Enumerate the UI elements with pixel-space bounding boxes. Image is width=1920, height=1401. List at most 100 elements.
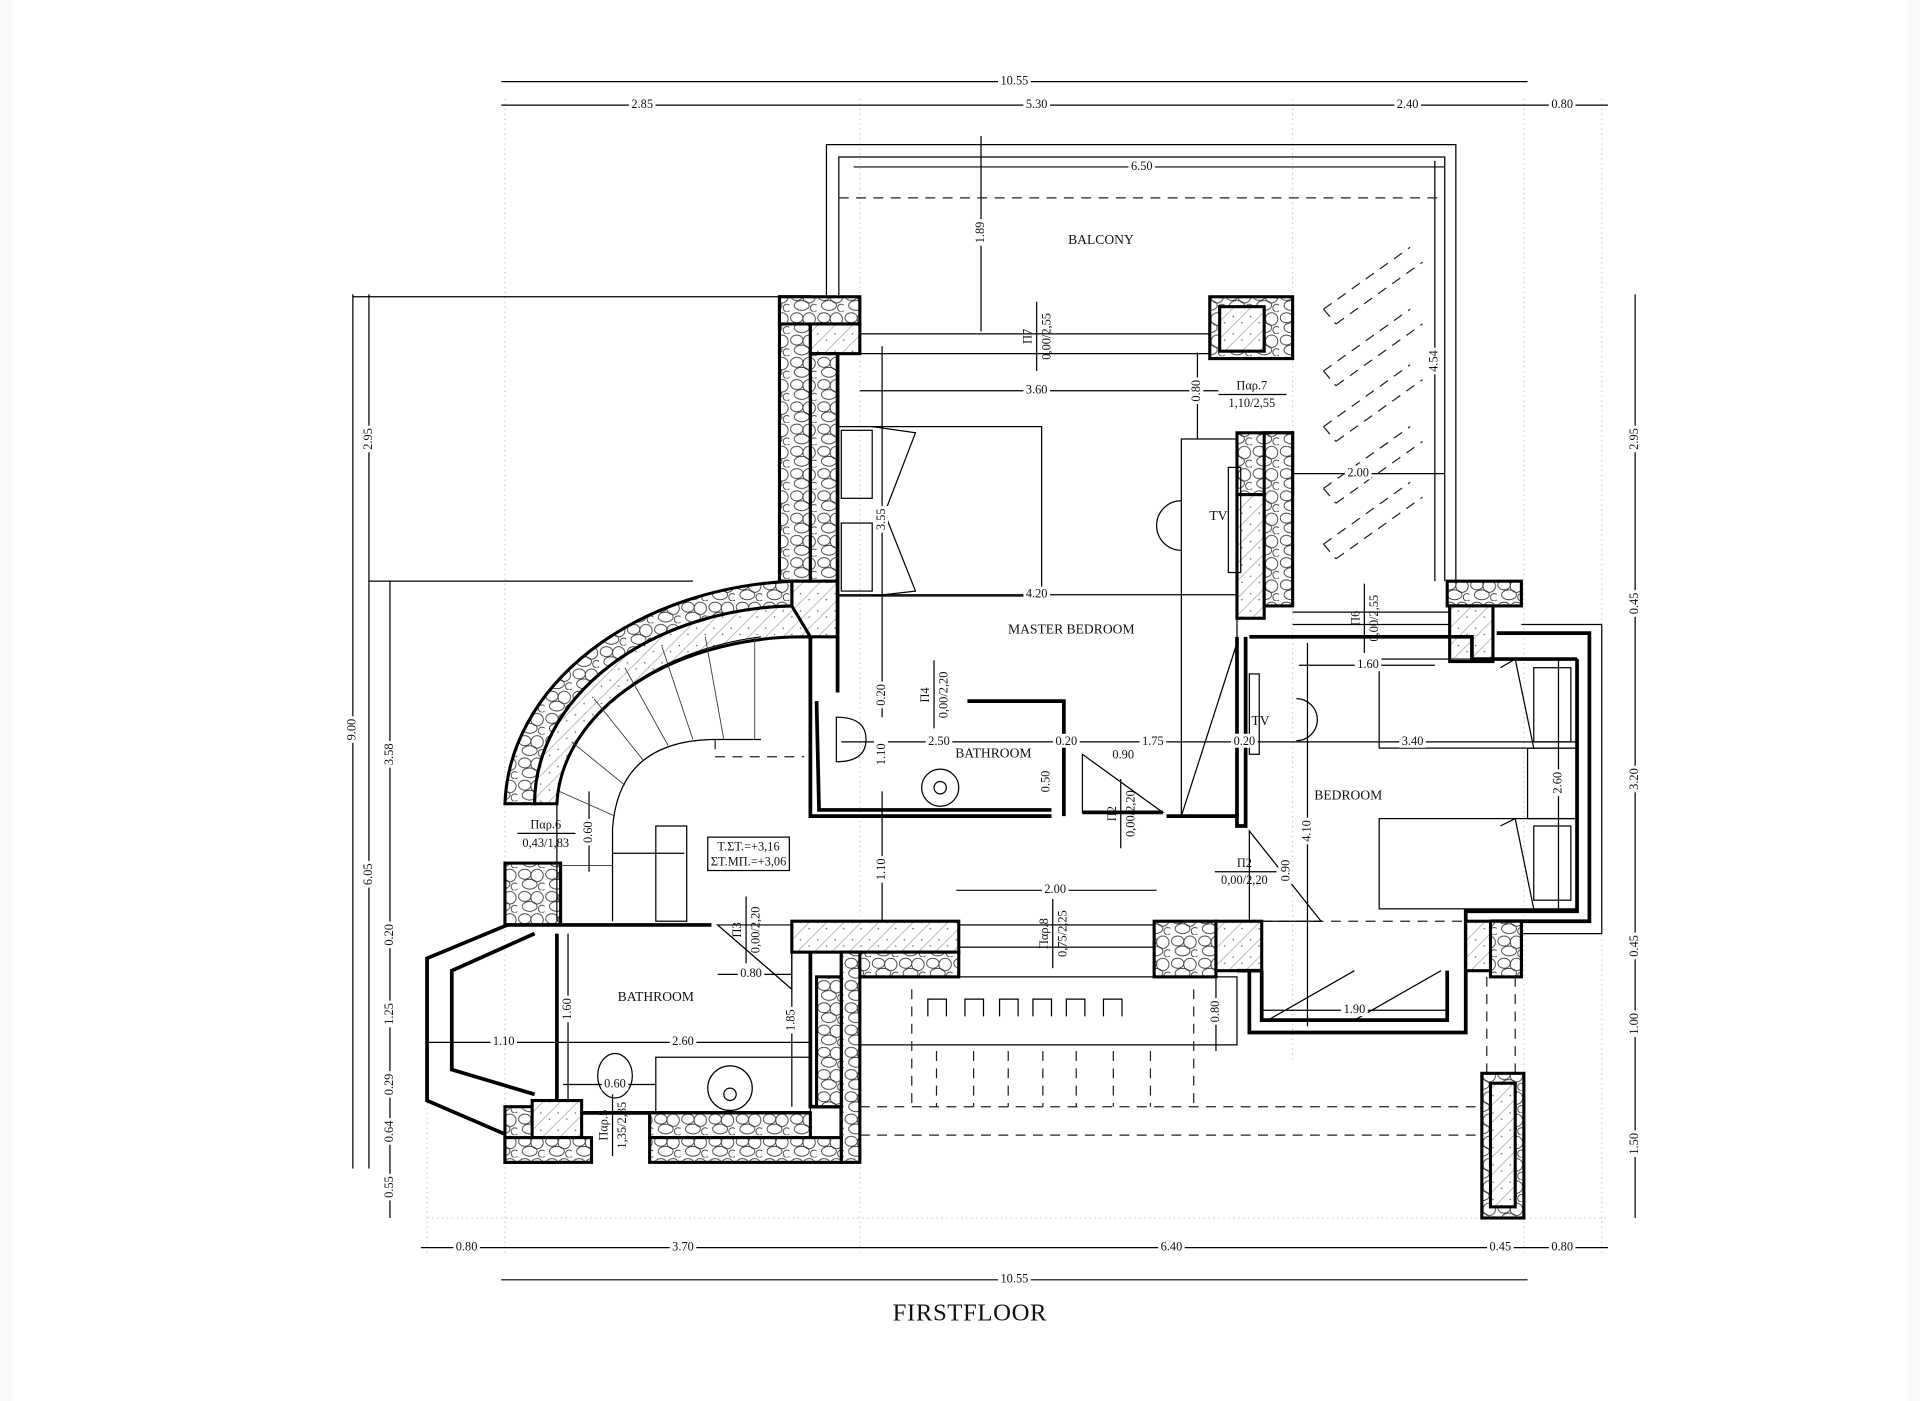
dimension-text-backing [1023,382,1050,397]
dim-master-bath: 0.50 [1038,771,1052,793]
dimension-text-backing [1341,1002,1368,1017]
dim-hall: 1.10 [874,858,888,880]
dimension-text-backing [1354,657,1382,672]
dim-top: 2.40 [1397,97,1419,111]
dimension-text-backing [1487,1239,1514,1254]
dim-master-bath: 0.20 [1056,734,1078,748]
dim-hall: 0.80 [1208,1001,1222,1023]
dim-master: 3.55 [874,509,888,531]
level-finished: Τ.ΣΤ.=+3,16 [717,840,779,854]
opening-code: Π6 [1348,611,1362,626]
dimension-text-backing [490,1034,518,1049]
dim-master-bath: 1.10 [874,743,888,765]
opening-code: Π2 [1237,856,1252,870]
level-box: Τ.ΣΤ.=+3,16 ΣΤ.ΜΠ.=+3,06 [707,836,790,872]
dim-hall: 0.60 [581,821,595,843]
dimension-text-backing [1626,590,1641,617]
dim-master-bath: 1.75 [1142,734,1164,748]
dim-left: 3.58 [382,743,396,765]
dim-master-bath: 0.20 [874,684,888,706]
dimension-text-backing [381,1071,396,1098]
room-label-master-bedroom: MASTER BEDROOM [1008,622,1135,637]
opening-code: Π7 [1021,329,1035,344]
dimension-texts: 10.55 2.85 5.30 2.40 0.80 0.80 3.70 6.40… [344,73,1641,1286]
opening-size: 0,43/1,83 [522,836,569,850]
opening-size: 1,10/2,55 [1228,396,1275,410]
toilet [597,1052,633,1099]
dim-left-total: 9.00 [345,719,359,741]
dim-left: 0.29 [382,1074,396,1096]
washbasin [707,1065,753,1112]
dimension-text-backing [1626,425,1641,453]
dimension-text-backing [998,1271,1031,1286]
opening-code: Παρ.7 [1236,379,1267,393]
washbasin [921,768,960,807]
dim-bedroom: 1.90 [1344,1002,1366,1016]
room-label-bathroom-upper: BATHROOM [955,745,1031,760]
opening-code: Παρ.6 [530,817,561,831]
dimension-text-backing [559,995,574,1023]
dim-left: 6.05 [361,863,375,885]
toilet [835,716,867,763]
dim-right: 2.95 [1627,428,1641,450]
dim-bedroom: 2.60 [1550,772,1564,794]
dim-master-bath: 2.50 [928,734,950,748]
dim-left: 2.95 [361,428,375,450]
opening-size: 0,00/2,20 [1221,873,1268,887]
dimension-text-backing [381,1118,396,1145]
opening-size: 0,00/2,55 [1039,313,1053,360]
dim-left: 0.20 [382,924,396,946]
dimension-text-backing [1626,932,1641,960]
dimension-text-backing [1109,747,1137,762]
drawing-title: FIRSTFLOOR [893,1300,1048,1327]
dimension-text-backing [669,1034,697,1049]
dimension-text-backing [381,921,396,949]
opening-size: 0,00/2,20 [1123,790,1137,837]
tv-label-master: TV [1209,508,1227,523]
dim-bathroom: 1.85 [784,1009,798,1031]
sun-loungers [1323,246,1423,560]
dim-balcony: 1.89 [973,222,987,244]
double-bed [836,425,1043,597]
dim-balcony: 2.00 [1347,465,1369,479]
single-bed [1378,658,1578,749]
dimension-text-backing [737,966,765,981]
opening-code: Π2 [1105,806,1119,821]
dim-right: 1.50 [1627,1133,1641,1155]
furniture [597,425,1578,1114]
dim-bedroom: 1.60 [1357,657,1379,671]
dimension-text-backing [783,1006,798,1034]
opening-code: Παρ.5 [597,1110,611,1141]
dimension-text-backing [998,73,1031,88]
dim-master: 3.60 [1026,383,1048,397]
dimension-text-backing [873,506,888,533]
dimension-text-backing [1207,998,1222,1025]
dimension-text-backing [873,740,888,768]
opening-code: Παρ.8 [1037,918,1051,949]
dimension-text-backing [1053,733,1080,748]
opening-tags: Π7 0,00/2,55 Παρ.7 1,10/2,55 Π6 0,00/2,5… [517,301,1381,1157]
dim-right: 3.20 [1627,768,1641,790]
dim-right: 1.00 [1627,1013,1641,1035]
dimension-text-backing [1023,96,1050,111]
dim-balcony: 4.54 [1427,350,1441,372]
dim-top: 5.30 [1026,97,1048,111]
room-labels: BALCONY MASTER BEDROOM BATHROOM BATHROOM… [618,232,1383,1004]
opening-code: Π4 [918,687,932,702]
tv-label-bedroom: TV [1251,713,1269,728]
dimension-text-backing [1548,96,1576,111]
dim-bottom: 6.40 [1161,1240,1183,1254]
dim-bottom: 0.80 [456,1240,478,1254]
opening-size: 0,00/2,55 [1367,595,1381,642]
dimension-text-backing [669,1239,697,1254]
dimension-text-backing [972,219,987,246]
dim-hall: 2.00 [1044,882,1066,896]
dimension-text-backing [1394,96,1421,111]
dimension-text-backing [381,740,396,768]
dimension-text-backing [1548,1239,1576,1254]
dimension-text-backing [925,733,953,748]
dimension-text-backing [1299,817,1314,845]
dimension-text-backing [1128,158,1156,173]
